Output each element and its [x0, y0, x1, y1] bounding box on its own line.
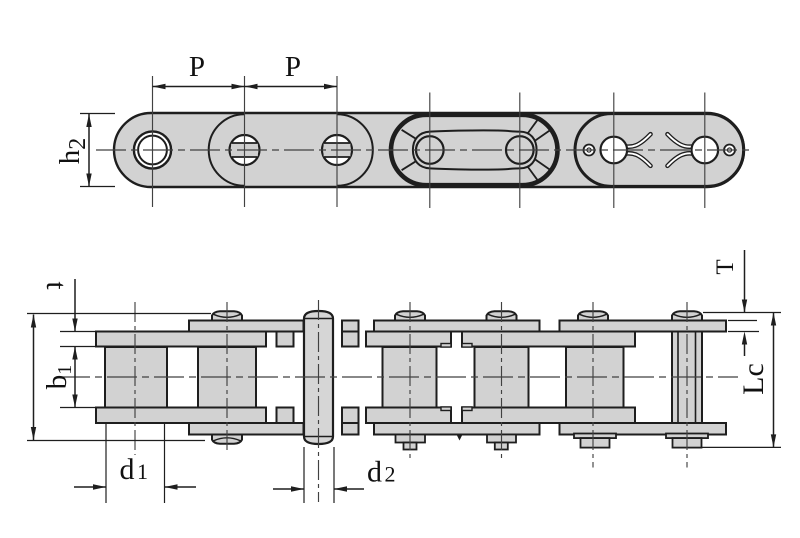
svg-text:P: P — [285, 51, 301, 83]
svg-text:T: T — [712, 259, 739, 274]
svg-text:t: t — [40, 281, 72, 289]
svg-text:Lc: Lc — [737, 363, 770, 395]
svg-text:d: d — [367, 456, 382, 489]
svg-text:2: 2 — [385, 462, 396, 487]
svg-text:P: P — [189, 51, 205, 83]
svg-text:b1: b1 — [41, 365, 76, 390]
svg-text:1: 1 — [137, 459, 148, 484]
svg-text:d: d — [120, 453, 135, 486]
